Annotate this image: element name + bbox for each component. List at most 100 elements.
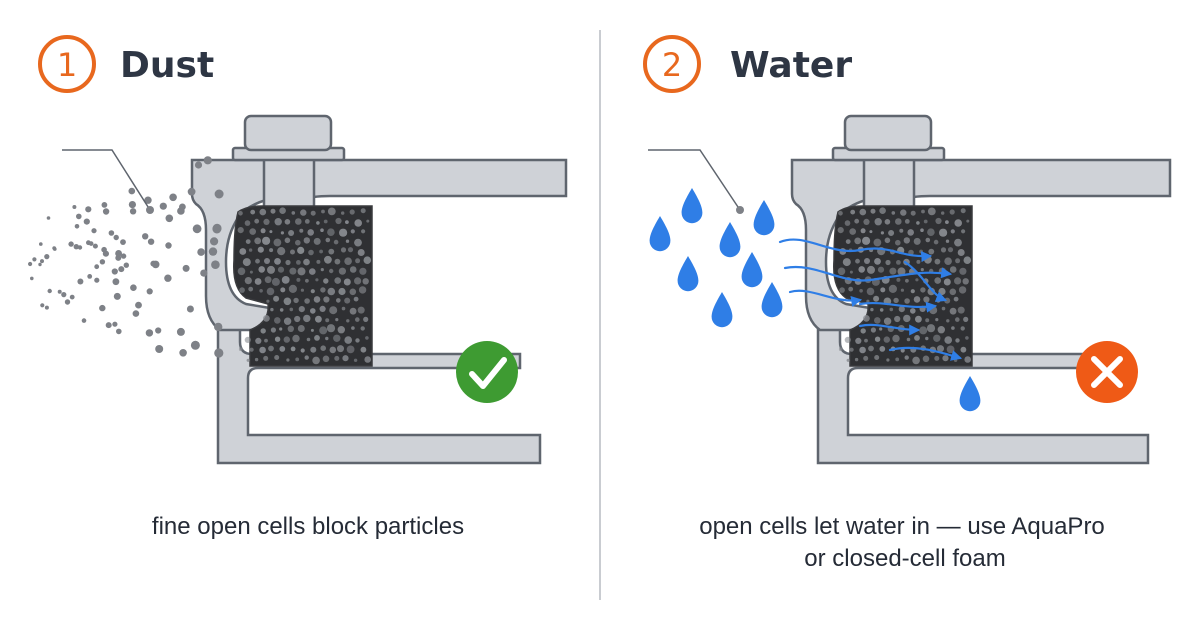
panel-title: Dust [120,45,214,86]
foam-cell [966,219,970,223]
foam-cell [297,325,305,332]
foam-cell [938,287,946,296]
foam-cell [907,229,914,236]
panel-water: 2 Water [643,35,1172,572]
foam-cell [299,228,304,233]
foam-cell [962,278,969,285]
foam-cell [921,209,925,214]
foam-cell [855,258,860,264]
foam-cell [269,230,273,234]
foam-cell [349,307,357,315]
foam-cell [279,207,286,214]
foam-cell [323,219,328,224]
foam-cell [946,345,955,354]
dust-particle [44,254,50,260]
foam-cell [249,270,253,274]
foam-cell [296,277,301,282]
foam-cell [900,209,907,216]
step-badge-circle [38,35,96,93]
foam-cell [333,239,339,245]
foam-cell [316,259,321,264]
foam-cell [919,326,928,335]
foam-cell [269,248,274,253]
foam-cell [284,237,291,244]
foam-cell [259,208,267,216]
foam-cell [307,229,315,236]
foam-cell [862,236,871,245]
panel-caption-line-1: open cells let water in — use AquaPro [699,513,1105,540]
dust-particle [116,328,122,335]
foam-cell [925,318,930,323]
foam-cell [347,247,354,253]
dust-particle [85,206,92,213]
dust-particle [47,288,52,294]
foam-cell [295,218,302,225]
foam-cell [920,268,924,272]
dust-particle [155,327,162,334]
foam-cell [946,319,950,323]
foam-cell [949,288,957,296]
dust-particle [68,241,74,247]
foam-cell [870,327,876,333]
foam-cell [964,356,971,363]
dust-particle [115,250,122,257]
foam-cell [844,336,851,343]
foam-cell [953,296,959,302]
dust-particle [28,261,33,267]
foam-cell [839,287,845,293]
dust-particle [88,241,94,246]
foam-cell [355,317,360,322]
foam-cell [292,334,300,343]
dust-particle [150,260,157,267]
foam-cell [268,345,274,352]
foam-cell [287,325,294,332]
foam-cell [873,238,882,247]
foam-cell [837,267,846,276]
foam-cell [915,278,919,282]
foam-cells [237,207,372,365]
foam-cell [345,239,350,243]
water-drop-icon [649,216,671,252]
foam-cell [357,249,365,256]
foam-cell [281,276,290,284]
foam-cell [283,317,292,325]
foam-cell [271,277,280,286]
foam-cell [329,306,338,315]
foam-cell [955,338,960,343]
foam-cell [315,315,322,323]
flow-arrow [788,289,863,307]
foam-cell [338,287,346,296]
foam-cell [947,247,954,253]
foam-cell [359,267,367,275]
foam-cell [312,356,320,365]
panel-caption: fine open cells block particles [152,513,464,540]
dust-particle [179,203,186,211]
foam-cell [863,355,869,361]
foam-cell [958,286,967,294]
foam-cell [919,249,923,254]
foam-cell [274,317,281,324]
foam-cell [239,287,245,293]
panel-dust: 1 Dust fine open cells block particles [28,35,568,540]
foam-cell [310,346,317,353]
check-icon [456,341,518,403]
foam-cell [927,287,936,296]
foam-cell [273,238,282,247]
foam-cell [310,210,316,216]
foam-cell [343,278,351,286]
foam-cell [899,228,904,233]
foam-cell [884,219,891,225]
foam-cell [904,219,910,224]
dust-particle [38,262,42,267]
foam-cell [889,307,894,312]
dust-particle [197,248,205,256]
foam-cell [290,249,295,255]
dust-particle [129,208,137,215]
foam-cell [955,258,961,264]
foam-cell [283,336,290,343]
foam-cell [338,267,346,275]
foam-cell [295,239,301,246]
foam-cell [286,358,290,362]
foam-cell [849,228,856,235]
foam-cell [920,228,924,232]
